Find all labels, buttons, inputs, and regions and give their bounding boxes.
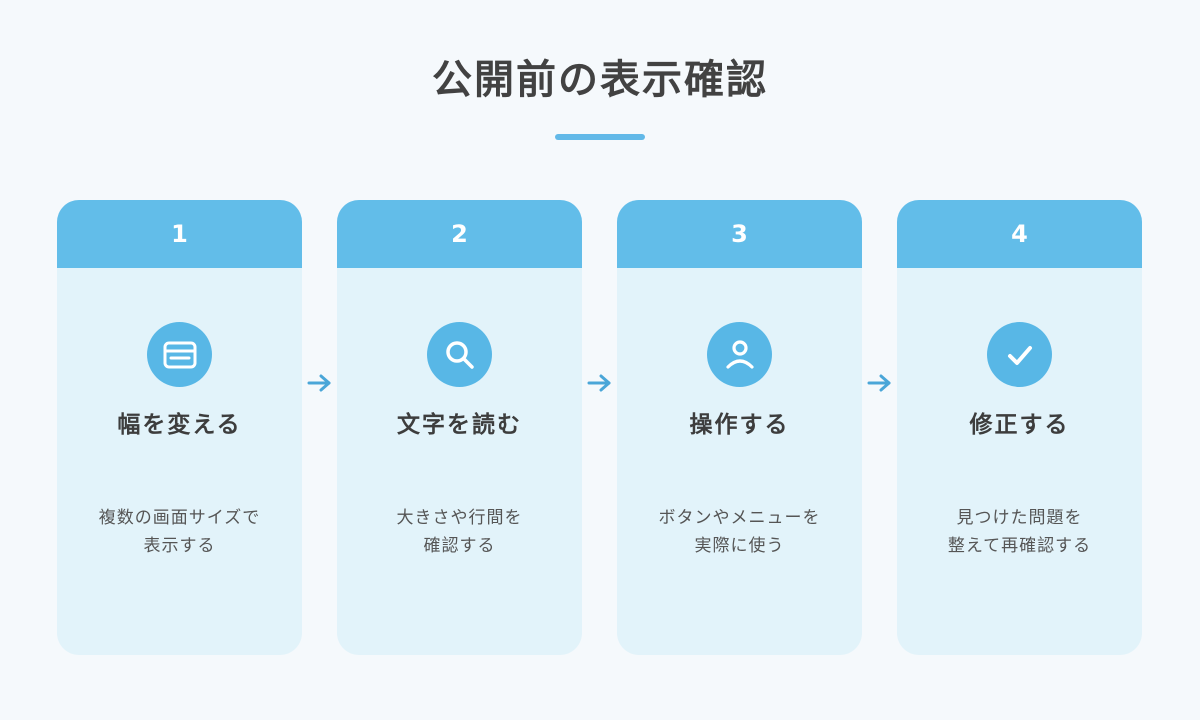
step-card-3: 3 操作する ボタンやメニューを 実際に使う (617, 200, 862, 655)
step-card-1: 1 幅を変える 複数の画面サイズで 表示する (57, 200, 302, 655)
arrow-right-icon (867, 374, 891, 392)
step-description-line: 実際に使う (694, 536, 785, 556)
step-description-line: 整えて再確認する (947, 536, 1092, 556)
step-header: 1 (57, 200, 302, 268)
step-description-line: 大きさや行間を (396, 508, 523, 528)
page-title: 公開前の表示確認 (432, 57, 768, 103)
title-underline (555, 134, 645, 140)
step-description-line: 表示する (143, 536, 216, 556)
step-description-line: ボタンやメニューを (658, 508, 821, 528)
step-header: 4 (897, 200, 1142, 268)
step-number: 4 (1011, 220, 1028, 248)
steps-row: 1 幅を変える 複数の画面サイズで 表示する 2 文 (57, 200, 1143, 655)
step-description: ボタンやメニューを 実際に使う (631, 504, 848, 560)
step-description: 複数の画面サイズで 表示する (71, 504, 288, 560)
step-title: 操作する (689, 412, 790, 438)
step-description: 大きさや行間を 確認する (351, 504, 568, 560)
step-header: 3 (617, 200, 862, 268)
browser-window-icon (147, 322, 212, 387)
step-card-2: 2 文字を読む 大きさや行間を 確認する (337, 200, 582, 655)
step-card-4: 4 修正する 見つけた問題を 整えて再確認する (897, 200, 1142, 655)
step-description-line: 確認する (423, 536, 496, 556)
user-icon (707, 322, 772, 387)
step-description: 見つけた問題を 整えて再確認する (911, 504, 1128, 560)
step-description-line: 見つけた問題を (956, 508, 1083, 528)
step-title: 幅を変える (117, 412, 242, 438)
step-number: 2 (451, 220, 468, 248)
step-header: 2 (337, 200, 582, 268)
checkmark-icon (987, 322, 1052, 387)
magnifier-icon (427, 322, 492, 387)
step-title: 文字を読む (397, 412, 522, 438)
step-number: 1 (171, 220, 188, 248)
arrow-right-icon (307, 374, 331, 392)
step-number: 3 (731, 220, 748, 248)
step-title: 修正する (969, 412, 1070, 438)
step-description-line: 複数の画面サイズで (98, 508, 261, 528)
arrow-right-icon (587, 374, 611, 392)
